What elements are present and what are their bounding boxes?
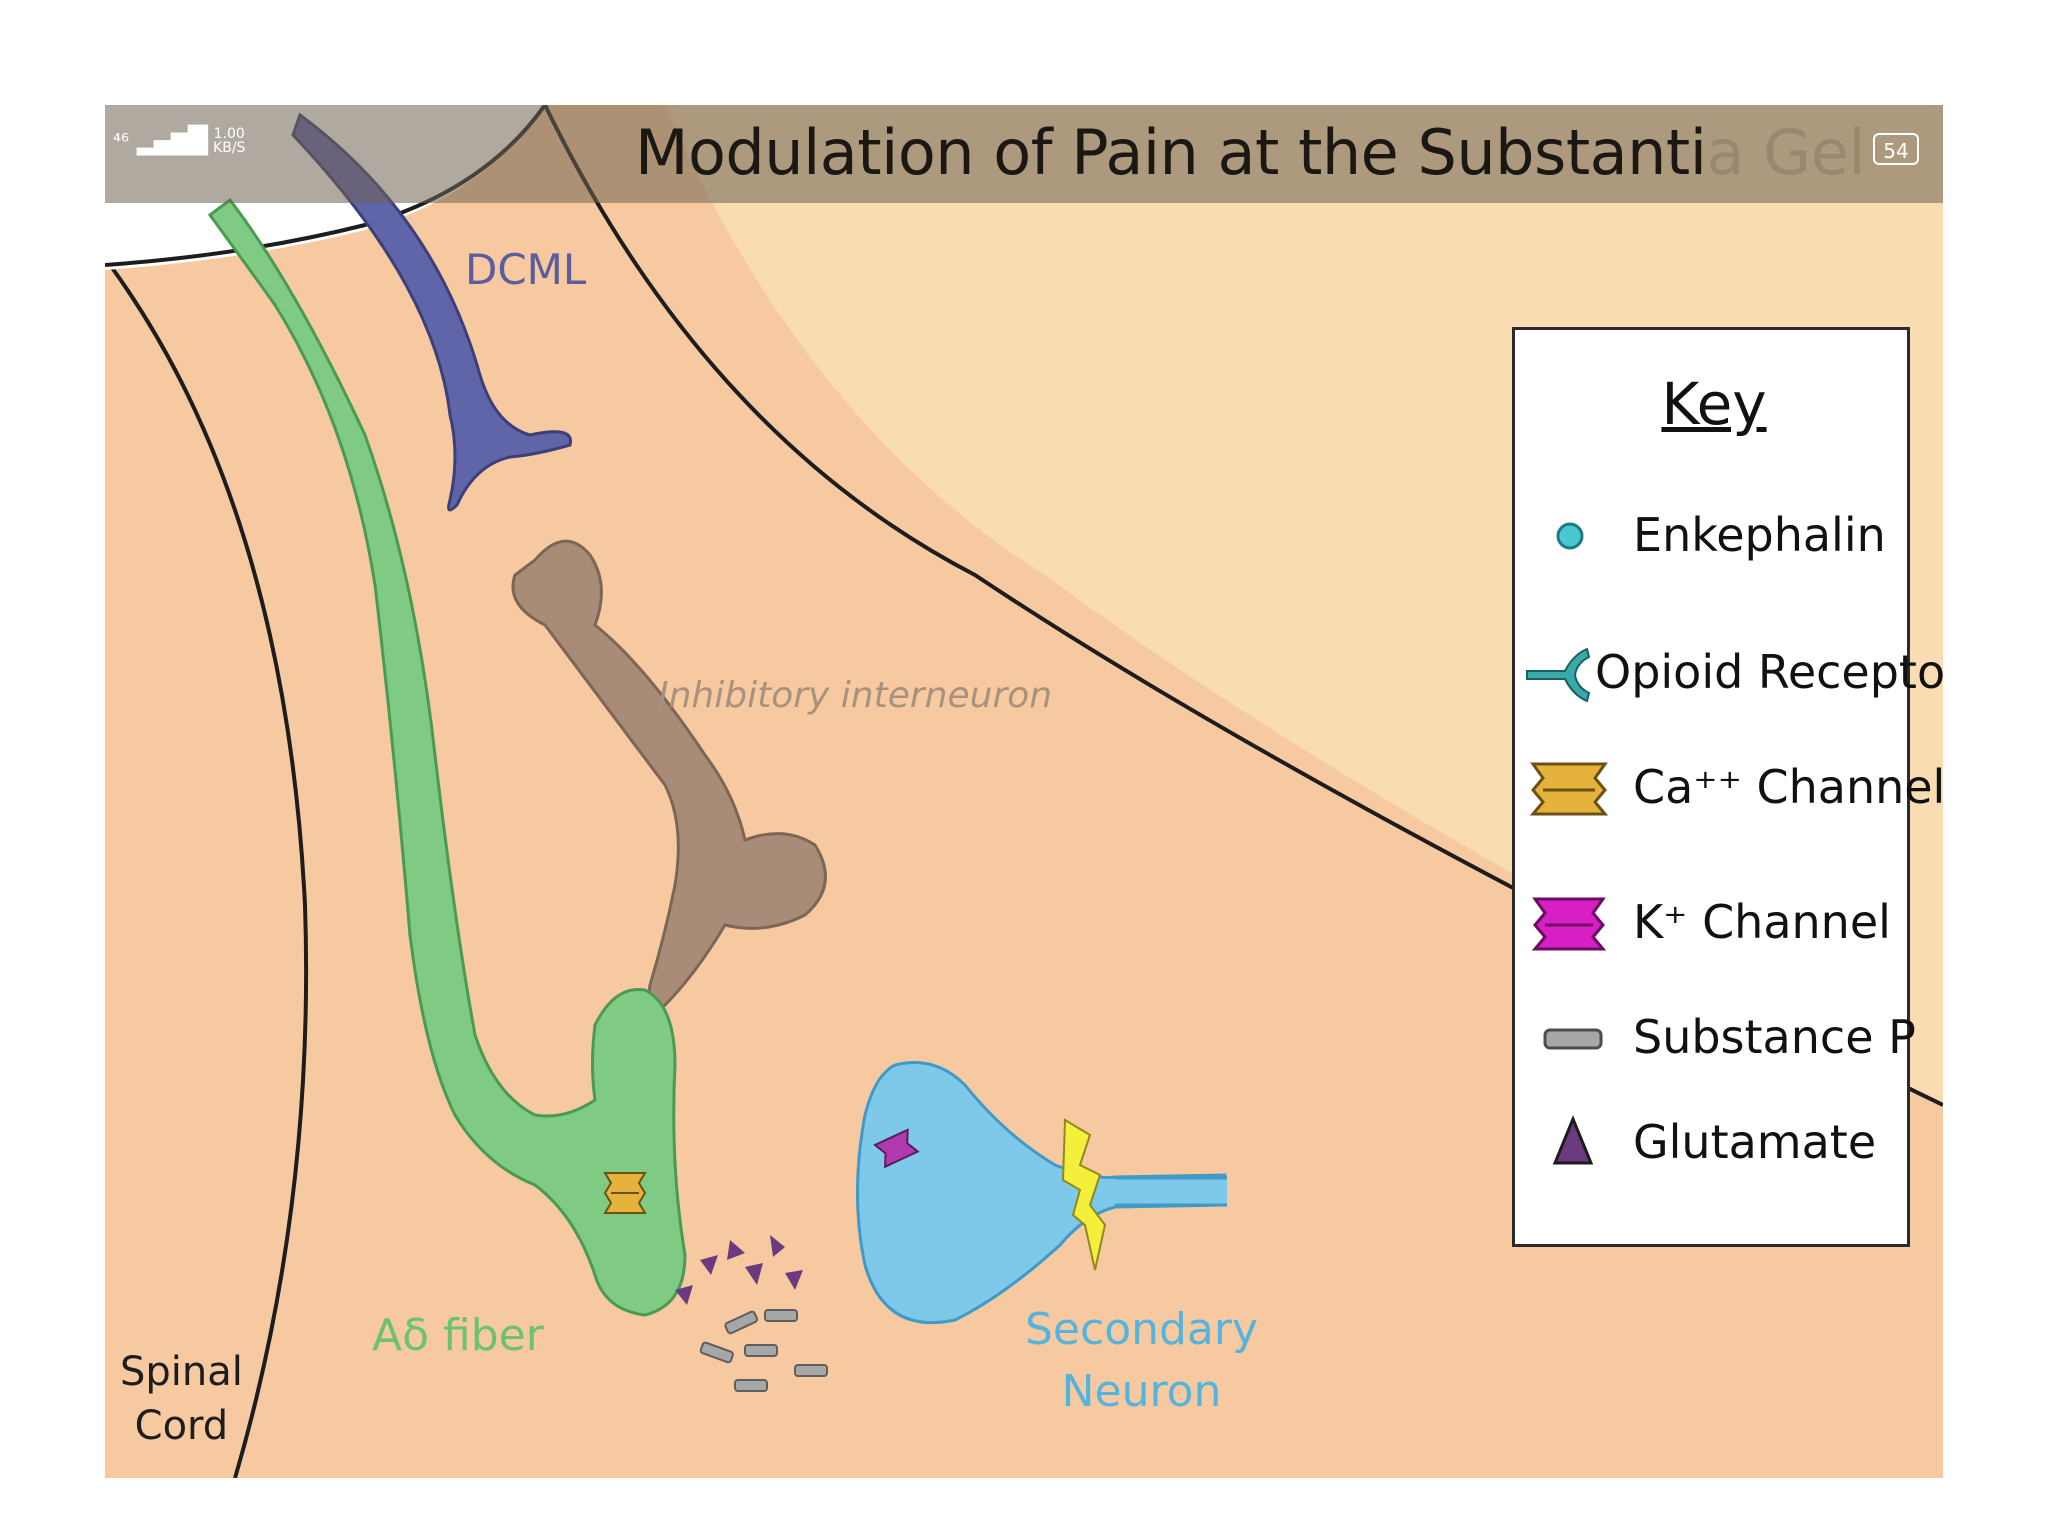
legend-label-potassium-channel: K⁺ Channel (1633, 895, 1891, 949)
phone-status-bar: ⁴⁶ ▂▄▆█ 1.00 KB/S (113, 127, 245, 155)
substance-p-icon (1543, 1028, 1603, 1050)
legend-label-opioid-receptor: Opioid Receptor (1595, 645, 1943, 699)
inhibitory-interneuron (511, 539, 827, 1011)
legend-item-glutamate: Glutamate (1515, 1105, 1913, 1185)
adelta-fiber-label: Aδ fiber (372, 1310, 544, 1361)
secondary-axon (1115, 1178, 1227, 1205)
calcium-channel (603, 1172, 647, 1214)
slide-title: Modulation of Pain at the Substantia Gel (635, 113, 1866, 193)
legend-item-enkephalin: Enkephalin (1515, 498, 1913, 578)
calcium-channel-icon (1529, 762, 1609, 816)
potassium-channel-icon (1531, 897, 1607, 951)
legend-item-calcium-channel: Ca⁺⁺ Channel (1515, 750, 1943, 830)
enkephalin-icon (1556, 522, 1584, 550)
spinal-cord-boundary (108, 263, 309, 1478)
network-speed: 1.00 KB/S (213, 127, 245, 155)
dcml-axon (291, 112, 572, 512)
opioid-receptor-icon (1526, 647, 1591, 703)
legend-item-substance-p: Substance P (1515, 1000, 1916, 1080)
secondary-neuron-label-line2: Neuron (1061, 1366, 1222, 1417)
network-speed-unit: KB/S (213, 140, 246, 156)
signal-strength-icon: ▂▄▆█ (137, 126, 208, 156)
substance-p-molecules (699, 1309, 828, 1392)
battery-indicator: 54 (1873, 133, 1919, 165)
legend-title: Key (1661, 370, 1767, 438)
title-bar (105, 105, 1943, 203)
network-indicator: ⁴⁶ (113, 129, 130, 153)
glutamate-icon (1552, 1115, 1594, 1165)
secondary-neuron (856, 1061, 1227, 1325)
network-speed-value: 1.00 (213, 126, 245, 142)
diagram-frame: ⁴⁶ ▂▄▆█ 1.00 KB/S Modulation of Pain at … (105, 105, 1943, 1478)
dcml-label: DCML (465, 245, 587, 294)
spinal-cord-label-line1: Spinal (120, 1349, 243, 1395)
inhibitory-interneuron-label: Inhibitory interneuron (658, 675, 1053, 716)
slide-title-faded: a Gel (1706, 116, 1866, 189)
legend-item-opioid-receptor: Opioid Receptor (1515, 635, 1943, 715)
secondary-neuron-label: Secondary Neuron (1025, 1299, 1258, 1423)
potassium-channel (873, 1128, 920, 1169)
legend-label-calcium-channel: Ca⁺⁺ Channel (1633, 760, 1943, 814)
legend-label-glutamate: Glutamate (1633, 1115, 1877, 1169)
slide-title-visible: Modulation of Pain at the Substanti (635, 116, 1707, 189)
spinal-cord-label: Spinal Cord (120, 1345, 243, 1453)
spinal-cord-label-line2: Cord (134, 1403, 229, 1449)
secondary-neuron-label-line1: Secondary (1025, 1304, 1259, 1355)
legend-label-enkephalin: Enkephalin (1633, 508, 1886, 562)
glutamate-molecules (675, 1235, 803, 1305)
legend-label-substance-p: Substance P (1633, 1010, 1916, 1064)
legend-key: Key Enkephalin Opioid Receptor Ca⁺⁺ Chan… (1512, 327, 1943, 1247)
legend-item-potassium-channel: K⁺ Channel (1515, 885, 1913, 965)
action-potential-bolt (1061, 1118, 1107, 1271)
